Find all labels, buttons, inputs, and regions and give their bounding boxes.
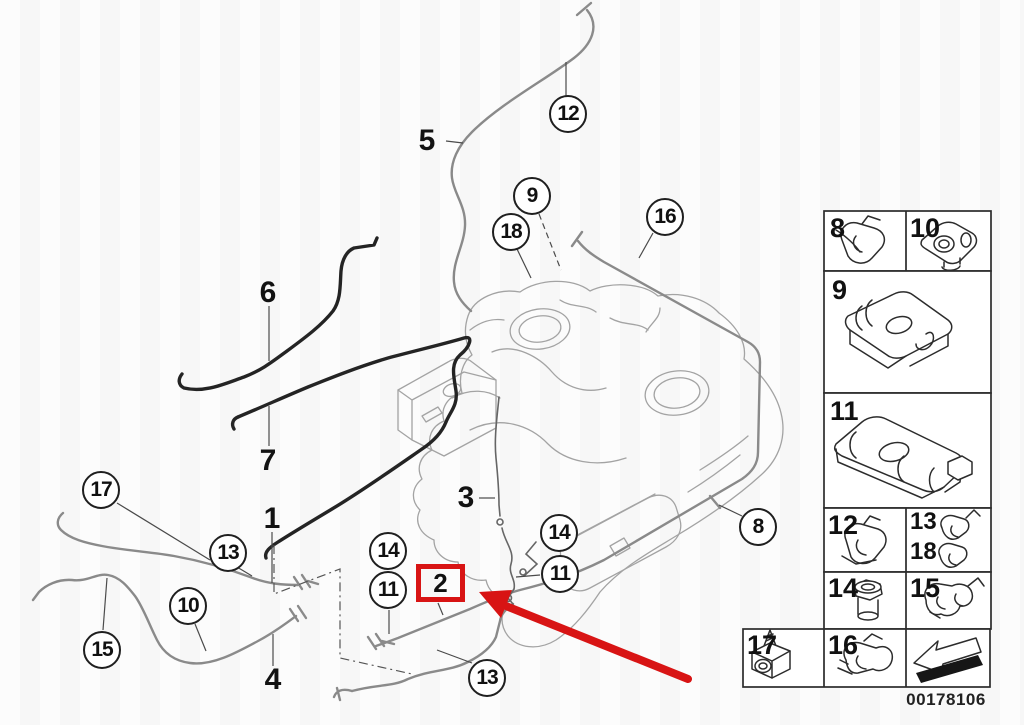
sidebar-cell-label: 9 <box>832 275 848 305</box>
highlight-box: 2 <box>416 564 465 602</box>
label-1[interactable]: 1 <box>263 502 281 535</box>
highlight-arrow <box>479 590 692 683</box>
sidebar-cell-label: 16 <box>828 630 859 660</box>
fuel-tank-drawing <box>397 280 784 648</box>
label-4[interactable]: 4 <box>264 663 282 696</box>
highlighted-item-label: 2 <box>433 567 448 598</box>
leader-lines <box>102 62 743 666</box>
sidebar-cell-label: 15 <box>910 573 941 603</box>
triple-bracket-icon <box>833 416 973 499</box>
sidebar-cell-12[interactable]: 12 <box>824 508 906 572</box>
bolt-icon <box>853 579 883 621</box>
sidebar-cell-16[interactable]: 16 <box>824 629 906 687</box>
clip-pair-icon <box>938 509 981 568</box>
sidebar-cell-label: 13 <box>910 508 937 535</box>
nav-arrow-icon <box>913 637 983 683</box>
part-number: 00178106 <box>906 690 986 709</box>
callout-17[interactable]: 17 <box>82 471 120 509</box>
callout-11-right[interactable]: 11 <box>541 555 579 593</box>
double-bracket-icon <box>844 291 953 369</box>
callout-10[interactable]: 10 <box>169 587 207 625</box>
callout-11-left[interactable]: 11 <box>369 571 407 609</box>
grommet-icon <box>920 221 978 271</box>
sidebar-cell-15[interactable]: 15 <box>906 572 991 629</box>
vent-line-and-junction <box>494 396 539 605</box>
callout-8[interactable]: 8 <box>739 508 777 546</box>
label-6[interactable]: 6 <box>259 276 277 309</box>
callout-18[interactable]: 18 <box>492 213 530 251</box>
dark-fuel-lines <box>177 236 472 560</box>
callout-15[interactable]: 15 <box>83 631 121 669</box>
callout-16[interactable]: 16 <box>646 198 684 236</box>
section-boundary-lines <box>273 545 413 675</box>
callout-14-left[interactable]: 14 <box>369 532 407 570</box>
label-7[interactable]: 7 <box>259 444 277 477</box>
sidebar-cell-14[interactable]: 14 <box>824 572 906 629</box>
label-5[interactable]: 5 <box>418 124 436 157</box>
callout-13-left[interactable]: 13 <box>209 534 247 572</box>
label-3[interactable]: 3 <box>457 481 475 514</box>
sidebar-cell-label: 10 <box>910 213 941 243</box>
sidebar-cell-11[interactable]: 11 <box>824 393 991 508</box>
callout-9[interactable]: 9 <box>513 177 551 215</box>
clip-icon <box>835 215 886 264</box>
sidebar-cell-13-18[interactable]: 13 18 <box>906 508 991 572</box>
sidebar-cell-9[interactable]: 9 <box>824 271 991 393</box>
sidebar-cell-label: 11 <box>830 396 859 426</box>
sidebar-cell-label: 8 <box>830 213 846 243</box>
holder-icon <box>751 629 791 679</box>
callout-13-bottom[interactable]: 13 <box>468 659 506 697</box>
light-fuel-lines <box>31 1 762 702</box>
sidebar-cell-label: 17 <box>747 630 778 660</box>
clip-icon <box>924 577 985 619</box>
sidebar-cell-17[interactable]: 17 <box>743 629 824 687</box>
callout-14-right[interactable]: 14 <box>540 514 578 552</box>
sidebar-cell-label: 18 <box>910 538 937 565</box>
sidebar-cell-8[interactable]: 8 <box>824 211 906 271</box>
clip-icon <box>837 633 894 675</box>
clip-icon <box>841 515 887 565</box>
callout-12[interactable]: 12 <box>549 95 587 133</box>
sidebar-cell-label: 12 <box>828 510 859 540</box>
sidebar-cell-10[interactable]: 10 <box>906 211 991 271</box>
sidebar-cell-label: 14 <box>828 573 859 603</box>
